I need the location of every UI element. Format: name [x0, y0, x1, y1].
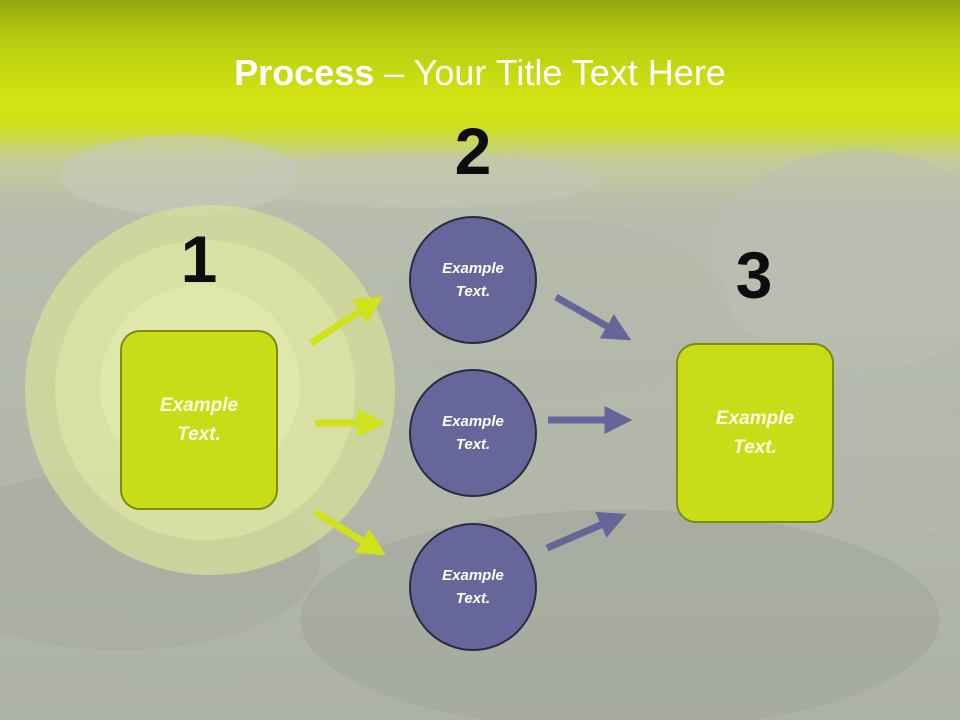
step-2-text-top: Example Text.: [442, 260, 504, 300]
step-1-number: 1: [180, 222, 218, 296]
arrow-2-bottom-to-3: [545, 512, 627, 552]
step-2-number: 2: [454, 114, 492, 188]
step-2-circle-top: Example Text.: [409, 216, 537, 344]
step-2-text-middle: Example Text.: [442, 413, 504, 453]
step-3-number: 3: [735, 238, 773, 312]
step-1-box: Example Text.: [120, 330, 278, 510]
arrow-1-to-2-top: [309, 296, 383, 346]
step-1-text: Example Text.: [159, 395, 239, 445]
arrow-2-top-to-3: [554, 293, 632, 341]
slide-title: Process – Your Title Text Here: [0, 52, 960, 94]
step-3-text: Example Text.: [715, 408, 795, 458]
step-2-circle-bottom: Example Text.: [409, 523, 537, 651]
step-2-text-bottom: Example Text.: [442, 567, 504, 607]
step-2-circle-middle: Example Text.: [409, 369, 537, 497]
title-bold: Process: [234, 52, 375, 93]
arrow-1-to-2-bottom: [313, 509, 386, 556]
step-3-box: Example Text.: [676, 343, 834, 523]
title-rest: – Your Title Text Here: [374, 52, 726, 93]
